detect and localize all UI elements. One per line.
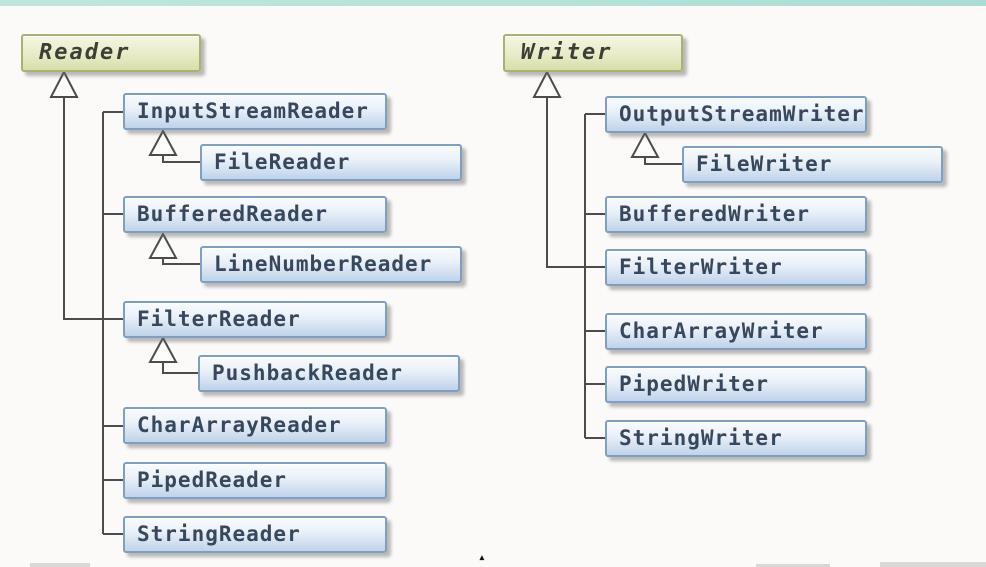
uml-inheritance-arrow-icon — [148, 335, 178, 363]
connector-lines — [63, 97, 682, 535]
class-box-filewriter: FileWriter — [682, 146, 943, 183]
class-box-bufferedreader: BufferedReader — [123, 196, 387, 233]
connector-line — [162, 362, 198, 374]
bottom-edge-artifact — [756, 564, 830, 567]
class-box-linenumberreader: LineNumberReader — [200, 246, 462, 283]
class-box-stringreader: StringReader — [123, 516, 387, 553]
class-box-filterreader: FilterReader — [123, 301, 387, 338]
class-box-inputstreamreader: InputStreamReader — [123, 93, 387, 130]
uml-inheritance-arrow-icon — [148, 128, 178, 156]
class-box-pushbackreader: PushbackReader — [198, 355, 460, 392]
class-box-reader: Reader — [21, 34, 201, 72]
class-box-outputstreamwriter: OutputStreamWriter — [605, 96, 867, 133]
uml-inheritance-arrow-icon — [630, 130, 660, 158]
uml-inheritance-arrow-icon — [148, 231, 178, 259]
class-box-stringwriter: StringWriter — [605, 420, 867, 457]
class-box-bufferedwriter: BufferedWriter — [605, 196, 867, 233]
class-box-filereader: FileReader — [200, 144, 462, 181]
cursor-icon: ▴ — [478, 550, 486, 565]
top-accent-bar — [0, 0, 986, 6]
class-box-filterwriter: FilterWriter — [605, 249, 867, 286]
connector-line — [162, 155, 200, 163]
bottom-edge-artifact — [880, 562, 986, 567]
connector-line — [546, 97, 605, 268]
class-box-writer: Writer — [503, 34, 683, 72]
inheritance-arrowheads — [49, 69, 660, 363]
uml-inheritance-arrow-icon — [532, 69, 562, 98]
connector-line — [63, 97, 123, 320]
class-box-chararrayreader: CharArrayReader — [123, 407, 387, 444]
uml-inheritance-arrow-icon — [49, 69, 79, 98]
bottom-edge-artifact — [30, 563, 90, 567]
class-box-chararraywriter: CharArrayWriter — [605, 313, 867, 350]
class-box-pipedreader: PipedReader — [123, 462, 387, 499]
connector-line — [162, 258, 200, 265]
connector-line — [644, 157, 682, 165]
class-box-pipedwriter: PipedWriter — [605, 366, 867, 403]
